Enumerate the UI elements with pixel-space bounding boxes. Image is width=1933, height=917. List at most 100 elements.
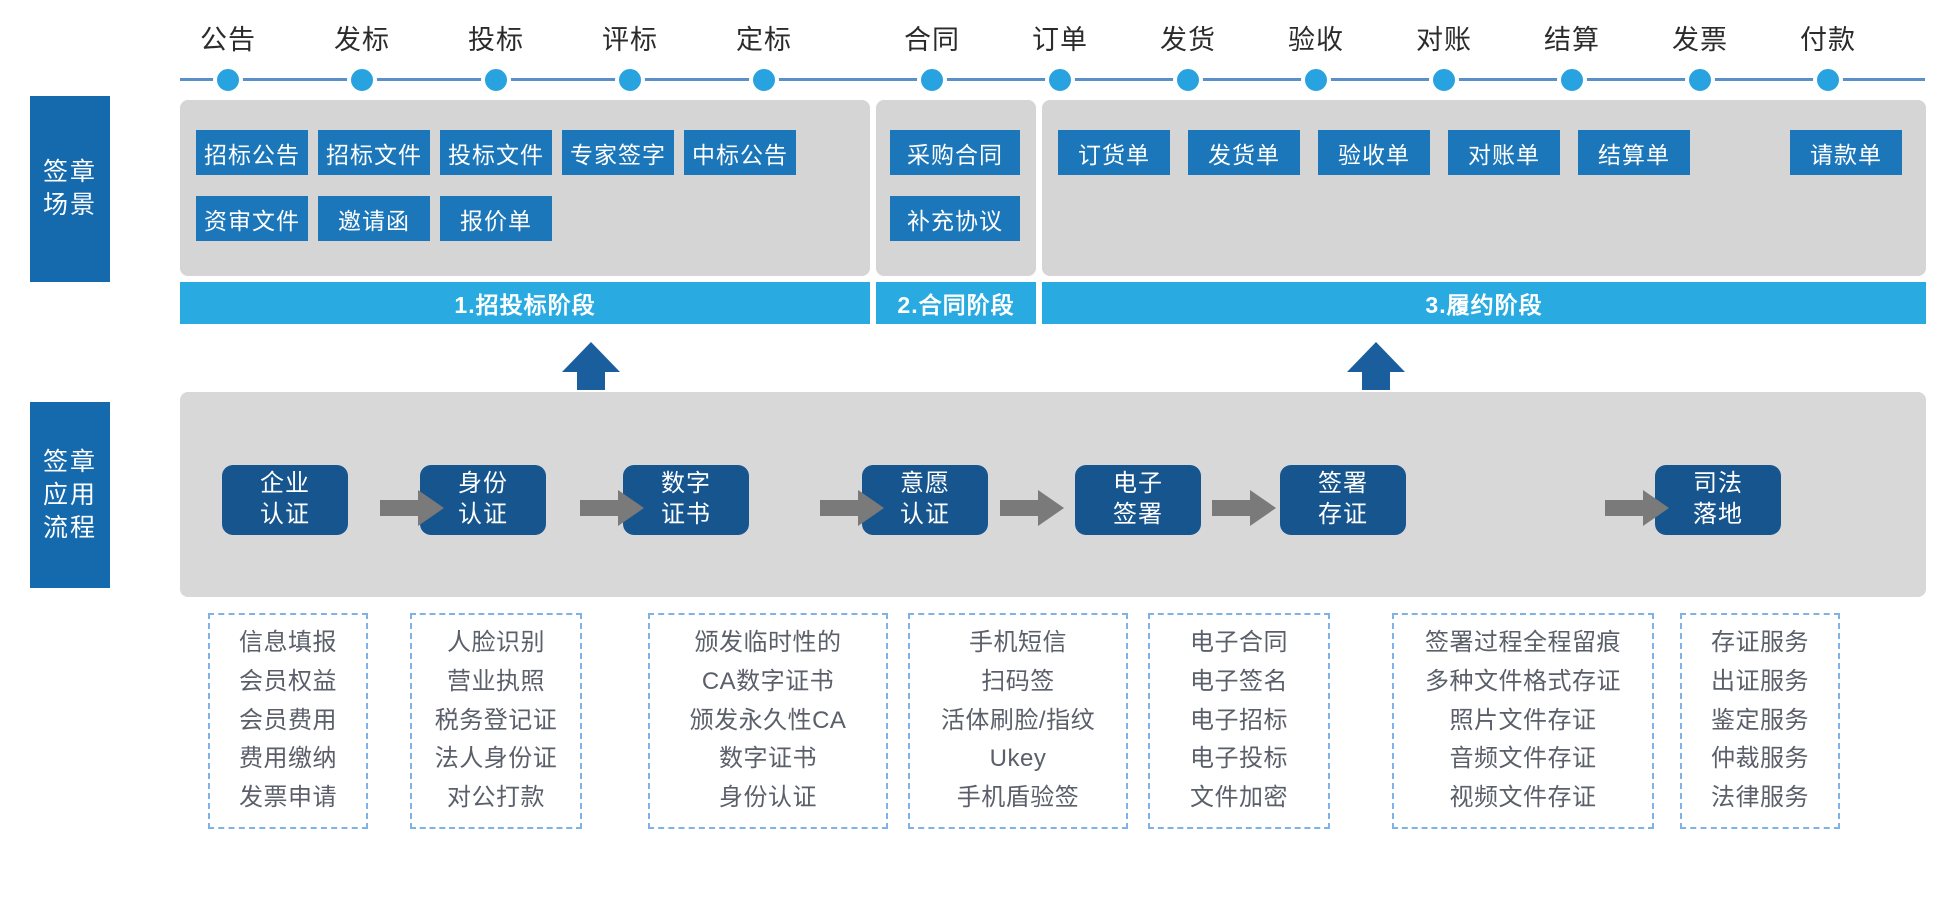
flow-step-box[interactable]: 数字证书 — [623, 465, 749, 535]
flow-step-box[interactable]: 签署存证 — [1280, 465, 1406, 535]
timeline-label: 定标 — [736, 25, 792, 55]
process-timeline: 公告发标投标评标定标合同订单发货验收对账结算发票付款 — [180, 18, 1925, 98]
detail-line: 电子合同 — [1190, 628, 1288, 656]
timeline-node-dot[interactable] — [615, 65, 645, 95]
detail-digital-cert: 颁发临时性的 CA数字证书颁发永久性CA 数字证书身份认证 — [648, 613, 888, 829]
detail-line: 多种文件格式存证 — [1425, 667, 1621, 695]
scenario-tag[interactable]: 订货单 — [1058, 130, 1170, 175]
flow-arrow-icon — [1605, 488, 1669, 528]
timeline-label: 发标 — [334, 25, 390, 55]
flow-arrow-icon — [1000, 488, 1064, 528]
flow-step-box[interactable]: 意愿认证 — [862, 465, 988, 535]
timeline-node-dot[interactable] — [1173, 65, 1203, 95]
side-label-line: 应用 — [42, 480, 97, 509]
stage-bar-contract[interactable]: 2.合同阶段 — [876, 282, 1036, 324]
scenario-tag[interactable]: 中标公告 — [684, 130, 796, 175]
timeline-label: 验收 — [1288, 25, 1344, 55]
detail-line: CA数字证书 — [701, 667, 835, 695]
scenario-tag[interactable]: 投标文件 — [440, 130, 552, 175]
flow-step-box[interactable]: 身份认证 — [420, 465, 546, 535]
timeline-label: 对账 — [1416, 25, 1472, 55]
timeline-label: 公告 — [200, 25, 256, 55]
timeline-node-dot[interactable] — [1813, 65, 1843, 95]
flow-step-box[interactable]: 电子签署 — [1075, 465, 1201, 535]
scenario-tag[interactable]: 对账单 — [1448, 130, 1560, 175]
scenario-tag[interactable]: 招标公告 — [196, 130, 308, 175]
detail-line: 活体刷脸/指纹 — [940, 706, 1096, 734]
detail-identity-auth: 人脸识别营业执照税务登记证法人身份证对公打款 — [410, 613, 582, 829]
flow-arrow-icon — [380, 488, 444, 528]
timeline-label: 订单 — [1032, 25, 1088, 55]
scenario-tag[interactable]: 结算单 — [1578, 130, 1690, 175]
detail-line: 身份认证 — [719, 784, 817, 812]
scenario-tag[interactable]: 资审文件 — [196, 196, 308, 241]
scenario-tag[interactable]: 招标文件 — [318, 130, 430, 175]
scenario-tag[interactable]: 邀请函 — [318, 196, 430, 241]
detail-line: 电子招标 — [1190, 706, 1288, 734]
flow-step-label-line: 司法 — [1693, 470, 1743, 498]
timeline-node-dot[interactable] — [347, 65, 377, 95]
scenario-tag[interactable]: 验收单 — [1318, 130, 1430, 175]
detail-line: 税务登记证 — [434, 706, 558, 734]
detail-line: Ukey — [989, 745, 1047, 773]
detail-line: 数字证书 — [719, 745, 817, 773]
detail-line: 法人身份证 — [434, 745, 558, 773]
side-label-signature-scenario: 签章场景 — [30, 96, 110, 282]
detail-line: 文件加密 — [1190, 784, 1288, 812]
scenario-tag[interactable]: 请款单 — [1790, 130, 1902, 175]
flow-step-box[interactable]: 司法落地 — [1655, 465, 1781, 535]
flow-arrow-icon — [820, 488, 884, 528]
timeline-node-dot[interactable] — [481, 65, 511, 95]
detail-line: 扫码签 — [981, 667, 1055, 695]
timeline-node-dot[interactable] — [917, 65, 947, 95]
scenario-tag[interactable]: 采购合同 — [890, 130, 1020, 175]
detail-line: 手机盾验签 — [956, 784, 1080, 812]
detail-enterprise-auth: 信息填报会员权益会员费用费用缴纳发票申请 — [208, 613, 368, 829]
detail-line: 费用缴纳 — [239, 745, 337, 773]
side-label-line: 签章 — [42, 158, 97, 186]
detail-line: 颁发永久性CA — [689, 706, 847, 734]
flow-arrow-icon — [580, 488, 644, 528]
flow-step-label-line: 数字 — [661, 470, 711, 498]
timeline-node-dot[interactable] — [1685, 65, 1715, 95]
flow-step-box[interactable]: 企业认证 — [222, 465, 348, 535]
stage-bar-performance[interactable]: 3.履约阶段 — [1042, 282, 1926, 324]
detail-line: 会员费用 — [239, 706, 337, 734]
detail-line: 仲裁服务 — [1711, 745, 1809, 773]
timeline-label: 投标 — [468, 25, 524, 55]
timeline-label: 结算 — [1544, 25, 1600, 55]
side-label-line: 场景 — [42, 191, 97, 219]
timeline-node-dot[interactable] — [213, 65, 243, 95]
timeline-label: 付款 — [1800, 25, 1856, 55]
detail-judicial: 存证服务出证服务鉴定服务仲裁服务法律服务 — [1680, 613, 1840, 829]
scenario-tag[interactable]: 发货单 — [1188, 130, 1300, 175]
side-label-line: 签章 — [42, 447, 97, 476]
side-label-line: 流程 — [42, 513, 97, 542]
timeline-node-dot[interactable] — [1301, 65, 1331, 95]
scenario-panel-bidding — [180, 100, 870, 276]
detail-line: 鉴定服务 — [1711, 706, 1809, 734]
detail-line: 人脸识别 — [447, 628, 545, 656]
scenario-tag[interactable]: 补充协议 — [890, 196, 1020, 241]
scenario-panel-performance — [1042, 100, 1926, 276]
timeline-label: 评标 — [602, 25, 658, 55]
flow-step-label-line: 认证 — [900, 501, 950, 528]
timeline-node-dot[interactable] — [1429, 65, 1459, 95]
detail-line: 颁发临时性的 — [694, 628, 842, 656]
timeline-label: 合同 — [904, 25, 960, 55]
detail-line: 发票申请 — [239, 784, 337, 812]
flow-step-label-line: 签署 — [1113, 501, 1163, 528]
scenario-tag[interactable]: 报价单 — [440, 196, 552, 241]
detail-line: 电子投标 — [1190, 745, 1288, 773]
detail-line: 法律服务 — [1711, 784, 1809, 812]
timeline-node-dot[interactable] — [1557, 65, 1587, 95]
timeline-node-dot[interactable] — [1045, 65, 1075, 95]
detail-line: 信息填报 — [239, 628, 337, 656]
flow-step-label-line: 企业 — [260, 470, 310, 498]
up-arrow-icon — [560, 340, 622, 392]
stage-bar-bidding[interactable]: 1.招投标阶段 — [180, 282, 870, 324]
timeline-label: 发票 — [1672, 25, 1728, 55]
timeline-node-dot[interactable] — [749, 65, 779, 95]
scenario-tag[interactable]: 专家签字 — [562, 130, 674, 175]
